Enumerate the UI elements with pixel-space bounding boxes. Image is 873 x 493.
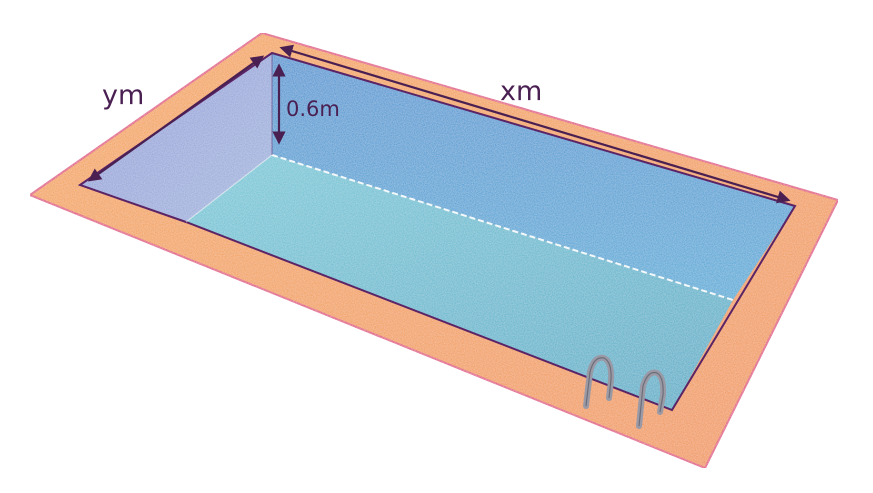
length-dimension-arrow — [279, 44, 791, 204]
width-label: ym — [102, 80, 144, 111]
length-label: xm — [500, 76, 542, 107]
width-dimension-arrow — [87, 55, 265, 182]
ladder-outline — [585, 357, 664, 427]
pool-floor — [186, 155, 733, 410]
depth-label: 0.6m — [286, 97, 340, 121]
